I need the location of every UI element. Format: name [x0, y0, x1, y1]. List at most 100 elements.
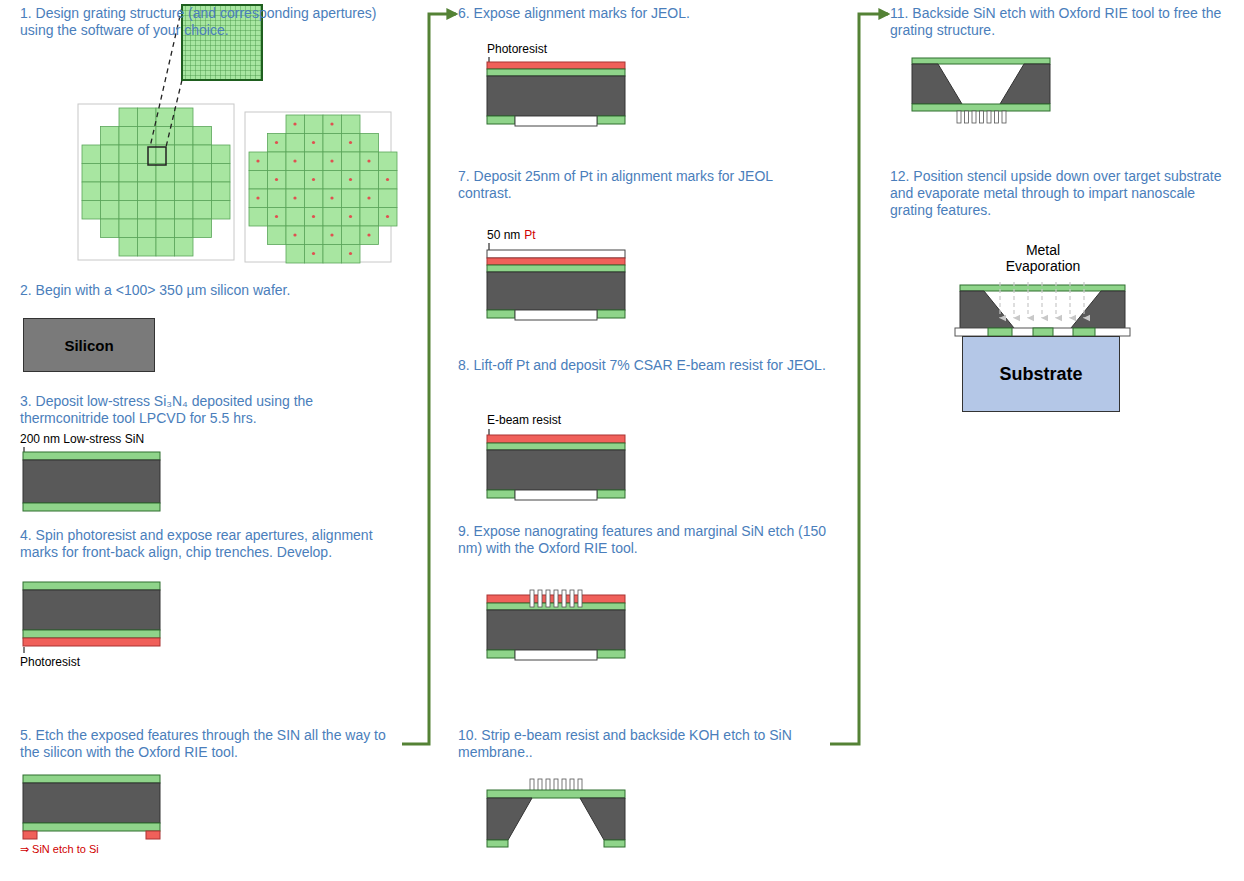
alignment-dot	[349, 252, 352, 255]
die-cell	[268, 226, 287, 245]
die-cell	[286, 208, 305, 227]
die-cell	[268, 134, 287, 153]
die-cell	[175, 182, 194, 201]
die-cell	[175, 238, 194, 257]
die-cell	[82, 201, 101, 220]
alignment-dot	[386, 178, 389, 181]
alignment-dot	[330, 196, 333, 199]
step-text: 9. Expose nanograting features and margi…	[458, 523, 828, 557]
node-text: 12. Position stencil upside down over ta…	[890, 168, 1235, 219]
die-cell	[305, 152, 324, 171]
die-cell	[323, 152, 342, 171]
die-cell	[268, 208, 287, 227]
die-cell	[138, 164, 157, 183]
node-text: 4. Spin photoresist and expose rear aper…	[20, 527, 400, 561]
evaporation-arrow	[1041, 282, 1042, 318]
layer-label: 50 nm	[487, 228, 520, 242]
grating-slit	[562, 590, 566, 607]
grating-slit	[538, 590, 542, 607]
alignment-dot	[256, 159, 259, 162]
grating-slit	[538, 779, 542, 791]
step-text: 10. Strip e-beam resist and backside KOH…	[458, 727, 828, 761]
grating-bar	[972, 111, 976, 123]
die-cell	[119, 108, 138, 127]
die-cell	[323, 171, 342, 190]
layer-label: ⇒ SiN etch to Si	[20, 842, 99, 856]
alignment-dot	[349, 141, 352, 144]
layer-label: Photoresist	[487, 42, 547, 56]
layer-label: 200 nm Low-stress SiN	[20, 432, 144, 446]
die-cell	[156, 219, 175, 238]
die-cell	[119, 164, 138, 183]
die-cell	[360, 171, 379, 190]
alignment-dot	[367, 196, 370, 199]
wafer-map-frame	[78, 104, 234, 260]
die-cell	[138, 145, 157, 164]
wafer-stack	[487, 243, 625, 320]
die-cell	[323, 226, 342, 245]
die-cell	[342, 134, 361, 153]
process-label: Metal Evaporation	[998, 242, 1088, 274]
grating-slit	[530, 779, 534, 791]
grating-slit	[562, 779, 566, 791]
grating-bar	[995, 111, 999, 123]
grating-slit	[554, 590, 558, 607]
grating-slit	[578, 590, 582, 607]
wafer-map-frame	[245, 112, 391, 262]
die-cell	[249, 208, 268, 227]
node-text: 6. Expose alignment marks for JEOL.	[458, 5, 828, 22]
grating-bar	[1002, 111, 1006, 123]
die-cell	[323, 134, 342, 153]
die-cell	[138, 201, 157, 220]
layer-label: E-beam resist	[487, 413, 561, 427]
die-cell	[138, 182, 157, 201]
die-cell	[379, 208, 398, 227]
die-cell	[138, 238, 157, 257]
die-cell	[286, 245, 305, 264]
die-cell	[305, 208, 324, 227]
wafer-stack	[912, 58, 1050, 123]
die-cell	[379, 171, 398, 190]
die-cell	[193, 201, 212, 220]
die-cell	[156, 238, 175, 257]
alignment-dot	[349, 215, 352, 218]
die-cell	[360, 226, 379, 245]
die-cell	[323, 245, 342, 264]
wafer-stack	[487, 57, 625, 126]
evaporation-arrows	[1000, 282, 1084, 318]
alignment-dot	[256, 196, 259, 199]
die-cell	[342, 115, 361, 134]
alignment-dot	[312, 252, 315, 255]
alignment-dot	[293, 159, 296, 162]
evaporation-arrow	[1027, 282, 1028, 318]
die-cell	[268, 152, 287, 171]
node-text: 5. Etch the exposed features through the…	[20, 727, 400, 761]
step-text: 6. Expose alignment marks for JEOL.	[458, 5, 828, 22]
node-text: 1. Design grating structure (and corresp…	[20, 5, 400, 39]
die-cell	[305, 115, 324, 134]
wafer-stack	[23, 582, 160, 653]
die-cell	[286, 115, 305, 134]
alignment-dot	[312, 178, 315, 181]
die-cell	[119, 145, 138, 164]
wafer-stack	[487, 590, 625, 660]
step-text: 4. Spin photoresist and expose rear aper…	[20, 527, 400, 561]
grating-bar	[957, 111, 961, 123]
die-cell	[379, 189, 398, 208]
die-cell	[342, 189, 361, 208]
step-text: 7. Deposit 25nm of Pt in alignment marks…	[458, 168, 828, 202]
die-cell	[323, 189, 342, 208]
die-cell	[342, 245, 361, 264]
die-cell	[119, 238, 138, 257]
die-cell	[268, 171, 287, 190]
grating-slits	[530, 590, 582, 607]
die-cell	[286, 189, 305, 208]
die-cell	[286, 152, 305, 171]
die-cell	[175, 127, 194, 146]
grating-slit	[530, 590, 534, 607]
die-cell	[82, 164, 101, 183]
die-cell	[268, 189, 287, 208]
alignment-dot	[275, 178, 278, 181]
die-cell	[119, 182, 138, 201]
